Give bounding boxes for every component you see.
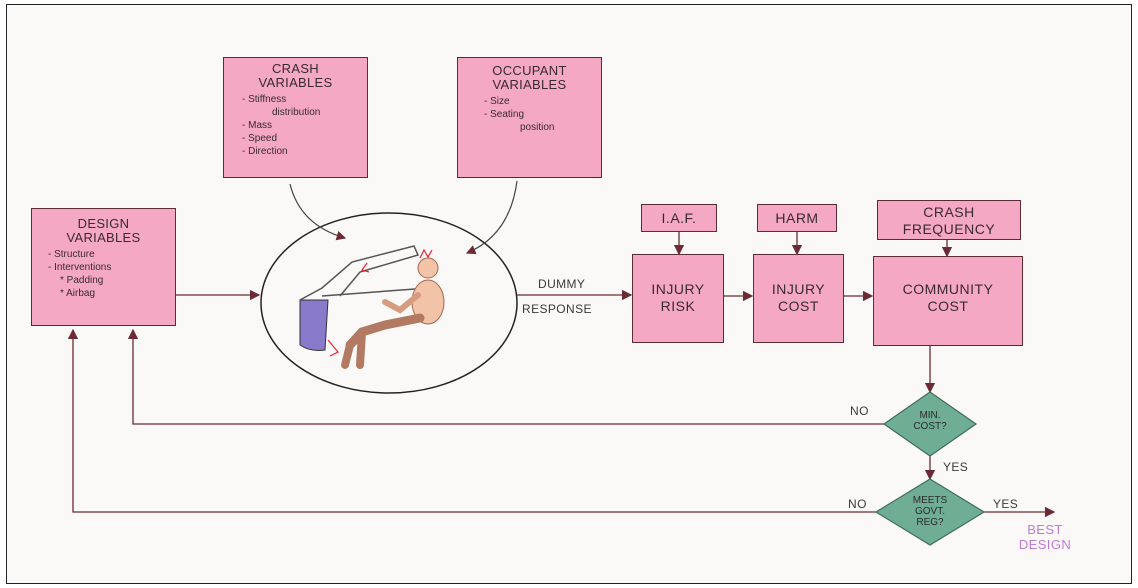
crash-variable-item: - Direction — [242, 146, 288, 157]
yes-label-min-cost: YES — [943, 460, 969, 474]
injury-risk-box: INJURY RISK — [632, 254, 724, 343]
harm-box: HARM — [757, 204, 837, 232]
crash-variable-item: distribution — [272, 107, 321, 118]
occupant-variable-item: position — [520, 122, 555, 133]
design-variable-item: - Interventions — [48, 262, 112, 273]
crash-variable-item: - Mass — [242, 120, 272, 131]
design-variables-title: DESIGN VARIABLES — [66, 216, 141, 245]
yes-label-govt-reg: YES — [993, 497, 1019, 511]
crash-variable-item: - Stiffness — [242, 94, 287, 105]
crash-frequency-box: CRASH FREQUENCY — [877, 200, 1021, 240]
meets-govt-reg-diamond — [874, 478, 986, 546]
design-variables-box: DESIGN VARIABLES - Structure - Intervent… — [31, 208, 176, 326]
occupant-variables-box: OCCUPANT VARIABLES - Size - Seating posi… — [457, 57, 602, 178]
crash-variables-box: CRASH VARIABLES - Stiffness distribution… — [223, 57, 368, 178]
response-label: RESPONSE — [522, 302, 592, 316]
iaf-box: I.A.F. — [641, 204, 717, 232]
occupant-variable-item: - Seating — [484, 109, 525, 120]
injury-cost-box: INJURY COST — [753, 254, 844, 343]
occupant-variables-title: OCCUPANT VARIABLES — [492, 63, 567, 92]
harm-label: HARM — [775, 210, 819, 226]
occupant-variable-item: - Size — [484, 96, 510, 107]
dummy-label: DUMMY — [538, 277, 586, 291]
crash-variables-title: CRASH VARIABLES — [258, 61, 333, 90]
best-design-label: BEST DESIGN — [1018, 522, 1072, 552]
crash-variable-item: - Speed — [242, 133, 278, 144]
no-label-min-cost: NO — [850, 404, 869, 418]
community-cost-box: COMMUNITY COST — [873, 256, 1023, 346]
design-variable-item: - Structure — [48, 249, 95, 260]
iaf-label: I.A.F. — [661, 210, 697, 226]
design-variable-item: * Padding — [60, 275, 104, 286]
injury-risk-label: INJURY RISK — [651, 281, 705, 314]
design-variable-item: * Airbag — [60, 288, 96, 299]
crash-frequency-label: CRASH FREQUENCY — [902, 204, 996, 237]
injury-cost-label: INJURY COST — [771, 281, 826, 314]
car-dummy-illustration — [299, 245, 445, 369]
meets-govt-reg-label: MEETS GOVT. REG? — [912, 495, 948, 528]
min-cost-diamond — [882, 391, 978, 457]
community-cost-label: COMMUNITY COST — [902, 281, 994, 314]
min-cost-label: MIN. COST? — [913, 410, 947, 432]
no-label-govt-reg: NO — [848, 497, 867, 511]
